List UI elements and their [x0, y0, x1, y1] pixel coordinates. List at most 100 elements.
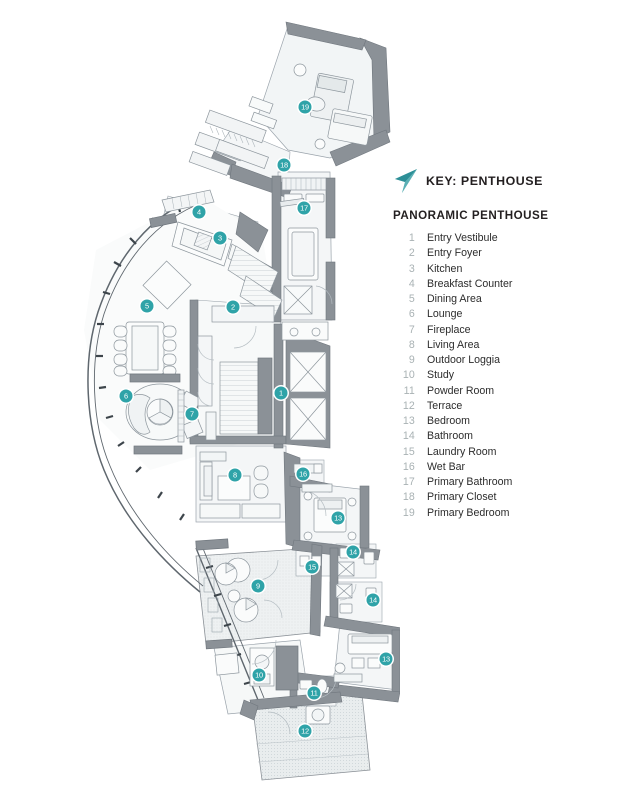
legend-item: 16 Wet Bar: [393, 461, 608, 476]
legend-item: 3 Kitchen: [393, 263, 608, 278]
legend-item-label: Study: [427, 369, 455, 382]
legend-item-label: Dining Area: [427, 293, 482, 305]
vestibule-elevators: [289, 351, 327, 441]
closet-wardrobes: [188, 109, 269, 176]
room-marker-bathroom: 14: [346, 545, 360, 559]
legend-item-label: Lounge: [427, 308, 463, 321]
bedroom-upper-furniture: [299, 483, 357, 541]
marker-number: 9: [256, 581, 260, 591]
legend-item-label: Primary Bedroom: [427, 506, 510, 519]
room-marker-fireplace: 7: [185, 407, 199, 421]
marker-number: 13: [382, 654, 390, 664]
room-marker-primary-closet: 18: [277, 158, 291, 172]
marker-circle: 9: [251, 579, 265, 593]
legend-item-number: 18: [402, 491, 415, 504]
marker-circle: 19: [298, 100, 312, 114]
marker-number: 6: [124, 391, 128, 401]
legend-item-number: 9: [408, 354, 415, 366]
legend-item-number: 3: [408, 262, 415, 275]
marker-circle: 12: [298, 724, 312, 738]
marker-circle: 1: [274, 386, 288, 400]
living-furniture: [199, 451, 281, 519]
primary-bath-fixtures: [279, 177, 333, 341]
marker-circle: 17: [297, 201, 311, 215]
marker-circle: 13: [331, 511, 345, 525]
legend-item-number: 2: [408, 247, 415, 260]
legend-item-label: Outdoor Loggia: [427, 354, 501, 366]
furniture: [113, 63, 393, 763]
marker-number: 15: [308, 562, 316, 572]
room-marker-primary-bedroom: 19: [298, 100, 312, 114]
room-marker-study: 10: [252, 668, 266, 682]
room-marker-entry-foyer: 2: [226, 300, 240, 314]
plan-name: PANORAMIC PENTHOUSE: [393, 209, 549, 222]
legend-item-number: 13: [402, 415, 415, 427]
legend-item-label: Entry Vestibule: [427, 232, 498, 244]
bedroom-lower-furniture: [333, 633, 393, 683]
legend-item-label: Kitchen: [427, 262, 463, 275]
room-marker-living-area: 8: [228, 468, 242, 482]
north-arrow-icon: [393, 167, 419, 195]
legend-item-number: 14: [402, 430, 415, 443]
marker-number: 19: [301, 102, 309, 112]
legend-item-number: 19: [402, 506, 415, 519]
legend-item: 10 Study: [393, 369, 608, 384]
powder-fixtures: [299, 677, 337, 699]
legend-item-number: 4: [408, 277, 415, 290]
room-marker-powder-room: 11: [307, 686, 321, 700]
room-marker-kitchen: 3: [213, 231, 227, 245]
loggia-furniture: [195, 538, 283, 650]
marker-circle: 18: [277, 158, 291, 172]
legend-item-label: Powder Room: [427, 384, 495, 397]
legend-item-label: Wet Bar: [427, 460, 466, 473]
marker-circle: 15: [305, 560, 319, 574]
room-marker-outdoor-loggia: 9: [251, 579, 265, 593]
legend-item-number: 10: [402, 369, 415, 382]
marker-number: 5: [145, 301, 149, 311]
dining-set: [113, 260, 192, 377]
marker-circle: 14: [366, 593, 380, 607]
marker-number: 10: [255, 670, 263, 680]
marker-circle: 11: [307, 686, 321, 700]
legend-header: KEY: PENTHOUSE: [393, 166, 608, 196]
lounge-seating: [125, 373, 204, 455]
legend-item-number: 8: [408, 338, 415, 351]
legend-item-label: Bathroom: [427, 430, 473, 443]
marker-number: 11: [310, 688, 318, 698]
legend-item-label: Laundry Room: [427, 445, 497, 458]
legend-item-label: Primary Bathroom: [427, 476, 513, 488]
marker-number: 14: [349, 547, 357, 557]
room-marker-dining-area: 5: [140, 299, 154, 313]
legend-item: 17 Primary Bathroom: [393, 476, 608, 491]
room-marker-wet-bar: 16: [296, 467, 310, 481]
floor-plan-drawing: [87, 21, 400, 781]
foyer-fixtures: [197, 305, 275, 441]
key-title: KEY: PENTHOUSE: [426, 174, 543, 188]
marker-circle: 5: [140, 299, 154, 313]
legend-item-number: 1: [408, 232, 415, 244]
legend-item-number: 16: [402, 460, 415, 473]
marker-number: 7: [190, 409, 194, 419]
marker-circle: 16: [296, 467, 310, 481]
marker-circle: 7: [185, 407, 199, 421]
room-marker-primary-bathroom: 17: [297, 201, 311, 215]
legend-item: 1 Entry Vestibule: [393, 232, 608, 247]
room-marker-lounge: 6: [119, 389, 133, 403]
marker-number: 17: [300, 203, 308, 213]
marker-number: 18: [280, 160, 288, 170]
marker-circle: 4: [192, 205, 206, 219]
legend-item-number: 17: [402, 476, 415, 488]
marker-number: 8: [233, 470, 237, 480]
legend-item: 19 Primary Bedroom: [393, 507, 608, 522]
legend-item-label: Primary Closet: [427, 491, 497, 504]
marker-number: 1: [279, 388, 283, 398]
legend-item: 9 Outdoor Loggia: [393, 354, 608, 369]
legend-item-label: Fireplace: [427, 323, 471, 336]
marker-number: 16: [299, 469, 307, 479]
